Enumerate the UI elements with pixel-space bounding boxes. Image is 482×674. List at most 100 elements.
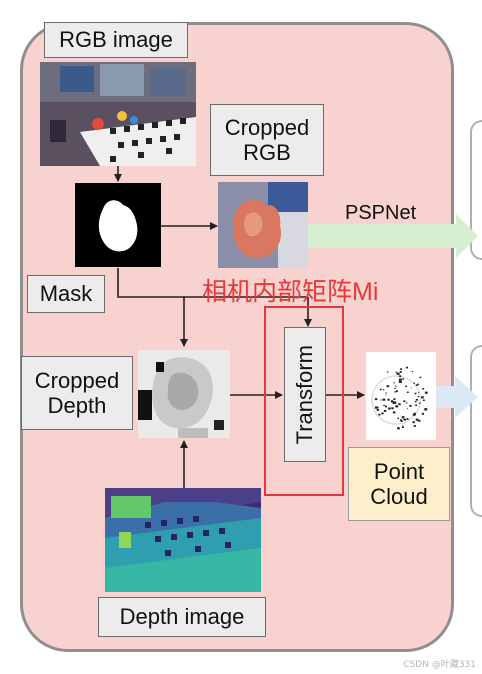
point-cloud-dot [397,402,399,404]
point-cloud-dot [419,376,422,379]
watermark: CSDN @叶藏331 [403,660,476,670]
point-cloud-dot [413,382,415,384]
point-cloud-dot [403,418,406,421]
point-cloud-dot [402,378,404,380]
point-cloud-dot [414,392,417,395]
point-cloud-dot [398,380,402,383]
point-cloud-dot [388,407,391,410]
point-cloud-dot [417,383,419,386]
point-cloud-dot [409,404,412,407]
cropped-depth-label: Cropped Depth [21,356,133,430]
point-cloud-dot [406,418,409,420]
point-cloud-dot [394,387,396,389]
point-cloud-dot [397,427,400,430]
point-cloud-dot [397,417,399,419]
point-cloud-dot [395,405,399,408]
depth-image [105,488,261,592]
camera-intrinsics-annotation: 相机内部矩阵Mi [202,278,379,306]
point-cloud-dot [422,413,424,415]
transform-block: Transform [284,327,326,462]
point-cloud-dot [382,398,386,401]
point-cloud-dot [419,402,421,404]
cropped-depth-image [138,350,230,438]
point-cloud-dot [385,392,387,394]
depth-image-label: Depth image [98,597,266,637]
point-cloud-dot [392,411,396,414]
rgb-image-photo [40,62,196,166]
point-cloud-dot [410,387,412,389]
point-cloud-dot [395,385,397,387]
point-cloud-dot [405,366,408,369]
point-cloud-dot [415,418,419,421]
point-cloud-dot [403,400,406,403]
point-cloud-dot [396,372,400,375]
point-cloud-dot [424,408,428,411]
point-cloud-dot [393,401,397,404]
point-cloud-dot [415,398,418,401]
point-cloud-dot [393,398,395,400]
point-cloud-image [366,352,436,440]
mask-label: Mask [27,275,105,313]
point-cloud-dot [418,419,421,422]
point-cloud-dot [381,412,384,415]
point-cloud-dot [376,408,380,411]
point-cloud-dot [374,398,378,401]
point-cloud-arrow [436,376,478,418]
point-cloud-dot [394,391,397,393]
point-cloud-dot [414,400,417,403]
mask-image [75,183,161,267]
point-cloud-dot [412,421,415,424]
point-cloud-label: Point Cloud [348,447,450,521]
point-cloud-dot [390,400,394,403]
point-cloud-dot [382,389,385,391]
point-cloud-dot [422,399,425,401]
point-cloud-dot [398,378,402,381]
point-cloud-dot [399,371,402,373]
point-cloud-dot [415,384,418,386]
point-cloud-dot [424,391,428,394]
point-cloud-dot [400,420,403,422]
point-cloud-dot [395,371,398,373]
point-cloud-dot [402,426,404,428]
point-cloud-dot [393,382,395,384]
pspnet-label: PSPNet [345,202,417,224]
point-cloud-dot [386,385,390,388]
point-cloud-dot [405,385,408,387]
line-mask-branch [117,268,308,298]
point-cloud-dot [415,404,418,406]
point-cloud-dot [396,390,398,392]
point-cloud-dot [398,403,401,406]
point-cloud-dot [407,408,408,410]
point-cloud-dot [406,402,408,404]
point-cloud-dot [422,388,425,390]
transform-highlight-box [264,306,344,496]
point-cloud-dot [406,391,409,393]
point-cloud-dot [410,405,412,407]
point-cloud-dot [399,419,402,421]
point-cloud-dot [384,405,387,408]
point-cloud-dot [399,375,402,377]
point-cloud-dot [414,412,416,415]
point-cloud-dot [383,410,387,412]
point-cloud-dot [380,399,382,401]
point-cloud-dot [412,413,416,416]
point-cloud-dot [385,394,387,396]
point-cloud-dot [411,371,414,372]
point-cloud-dot [378,413,381,416]
point-cloud-dot [421,396,423,398]
point-cloud-dot [401,416,405,419]
cropped-rgb-label: Cropped RGB [210,104,324,176]
point-cloud-dot [374,406,378,409]
point-cloud-dot [402,418,404,420]
cropped-rgb-photo [218,182,308,268]
rgb-image-label: RGB image [44,22,188,58]
pspnet-arrow [308,214,478,258]
point-cloud-dot [386,371,389,373]
point-cloud-dot [400,368,403,370]
point-cloud-dot [387,398,390,401]
point-cloud-dot [417,396,420,398]
point-cloud-dot [418,391,420,393]
point-cloud-dot [413,425,416,427]
point-cloud-dot [402,425,404,427]
